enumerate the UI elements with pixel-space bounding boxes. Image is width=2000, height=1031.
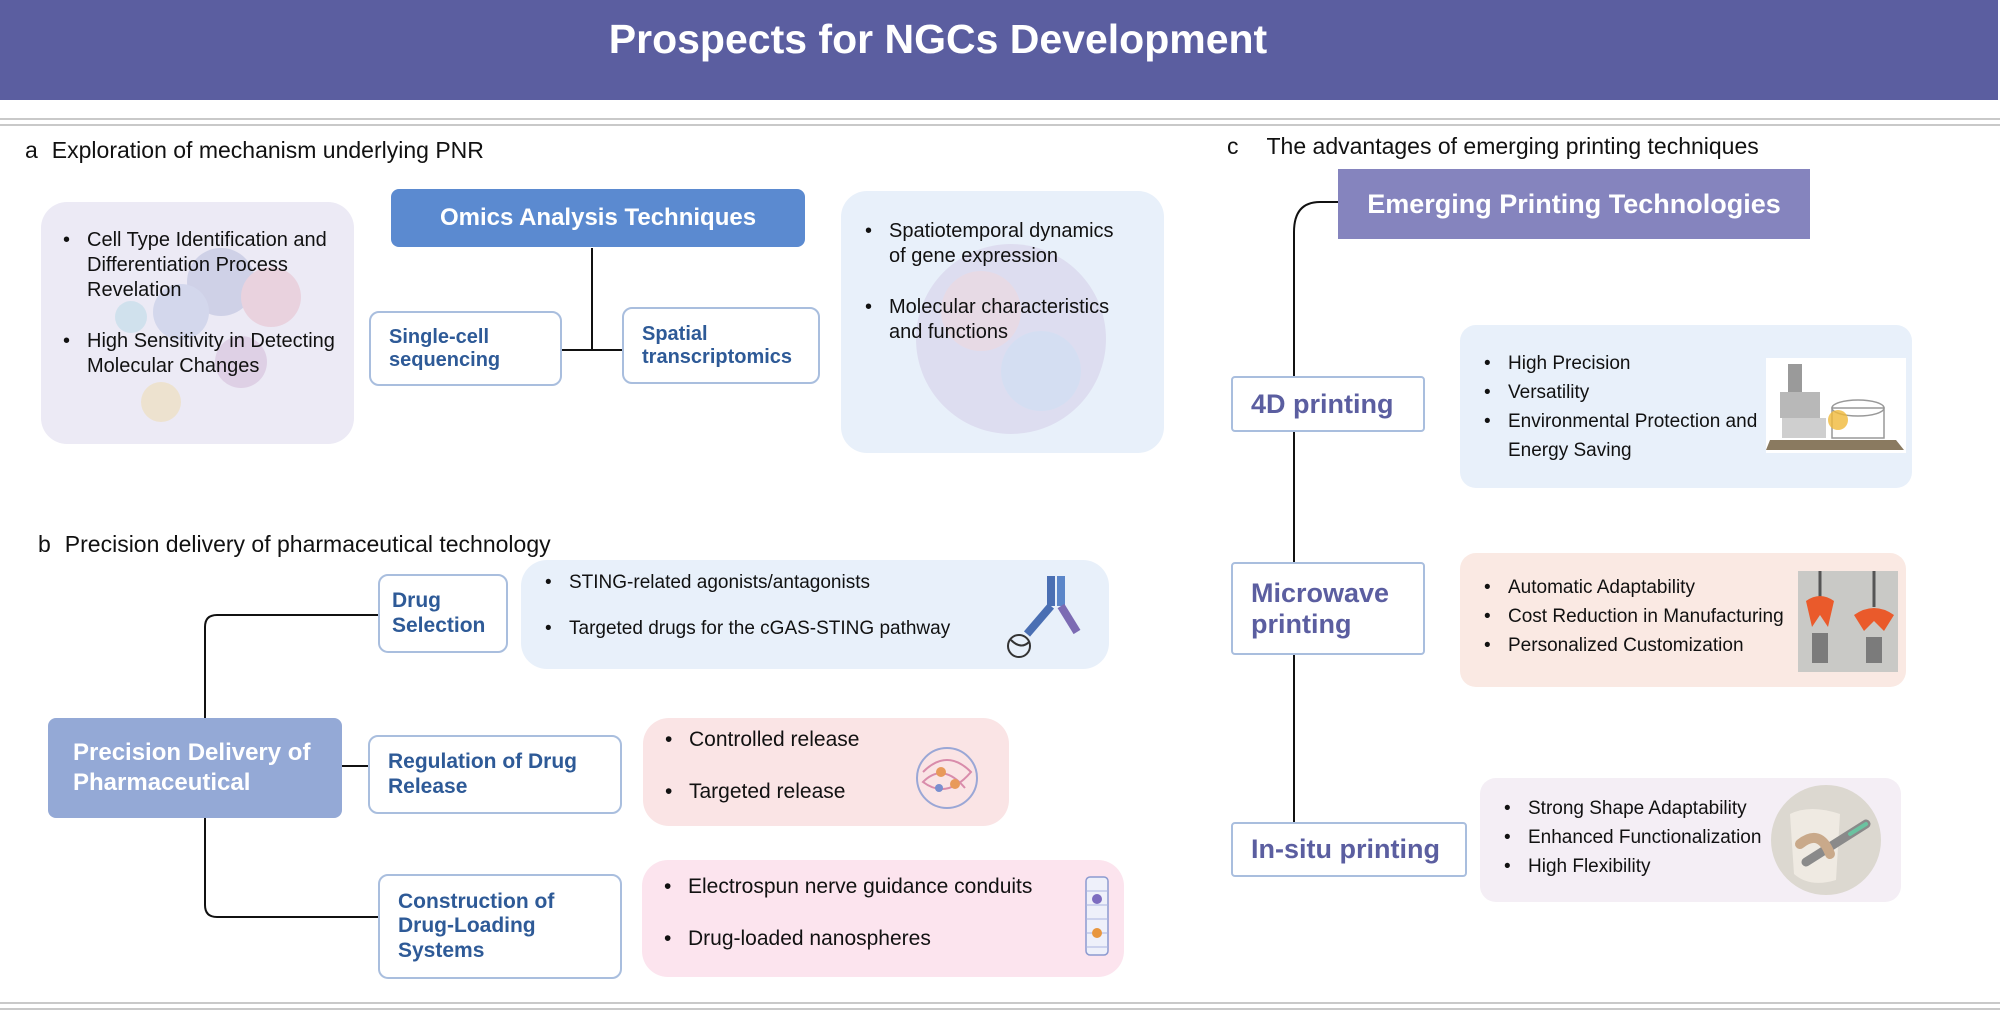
list-item: Cost Reduction in Manufacturing	[1482, 602, 1802, 631]
drug-selection-node: Drug Selection	[378, 574, 508, 653]
drug-loading-list: Electrospun nerve guidance conduits Drug…	[662, 875, 1082, 951]
antibody-icon	[1007, 576, 1081, 658]
page-title: Prospects for NGCs Development	[608, 16, 1268, 62]
list-item: Targeted release	[663, 780, 923, 804]
list-item: Electrospun nerve guidance conduits	[662, 875, 1082, 899]
microwave-printing-node: Microwave printing	[1231, 562, 1425, 655]
in-situ-printing-panel: Strong Shape Adaptability Enhanced Funct…	[1480, 778, 1901, 902]
spatial-panel: Spatiotemporal dynamics of gene expressi…	[841, 191, 1164, 453]
conduit-icon	[1085, 876, 1109, 956]
emerging-printing-header: Emerging Printing Technologies	[1338, 169, 1810, 239]
4d-printing-node: 4D printing	[1231, 376, 1425, 432]
in-situ-printing-node: In-situ printing	[1231, 822, 1467, 877]
list-item: STING-related agonists/antagonists	[543, 572, 1023, 594]
divider	[0, 1002, 2000, 1004]
list-item: Controlled release	[663, 728, 923, 752]
in-situ-printing-list: Strong Shape Adaptability Enhanced Funct…	[1502, 794, 1802, 881]
divider	[0, 1008, 2000, 1010]
list-item: Drug-loaded nanospheres	[662, 927, 1082, 951]
divider	[0, 118, 2000, 120]
drug-loading-panel: Electrospun nerve guidance conduits Drug…	[642, 860, 1124, 977]
list-item: Spatiotemporal dynamics of gene expressi…	[863, 219, 1133, 269]
list-item: Automatic Adaptability	[1482, 573, 1802, 602]
list-item: Targeted drugs for the cGAS-STING pathwa…	[543, 618, 1023, 640]
list-item: Versatility	[1482, 378, 1782, 407]
list-item: High Sensitivity in Detecting Molecular …	[61, 329, 353, 379]
list-item: Strong Shape Adaptability	[1502, 794, 1802, 823]
spatial-transcriptomics-node: Spatial transcriptomics	[622, 307, 820, 384]
drug-release-panel: Controlled release Targeted release	[643, 718, 1009, 826]
list-item: High Flexibility	[1502, 852, 1802, 881]
regulation-drug-release-node: Regulation of Drug Release	[368, 735, 622, 814]
4d-printing-list: High Precision Versatility Environmental…	[1482, 349, 1782, 465]
list-item: Environmental Protection and Energy Savi…	[1482, 407, 1782, 465]
drug-selection-panel: STING-related agonists/antagonists Targe…	[521, 560, 1109, 669]
right-bullet-list: Spatiotemporal dynamics of gene expressi…	[863, 219, 1133, 345]
gripper-photo-icon	[1798, 571, 1898, 672]
drug-release-list: Controlled release Targeted release	[663, 728, 923, 804]
list-item: Personalized Customization	[1482, 631, 1802, 660]
microwave-printing-panel: Automatic Adaptability Cost Reduction in…	[1460, 553, 1906, 687]
list-item: Enhanced Functionalization	[1502, 823, 1802, 852]
drug-loading-systems-node: Construction of Drug-Loading Systems	[378, 874, 622, 979]
single-cell-sequencing-node: Single-cell sequencing	[369, 311, 562, 386]
omics-analysis-header: Omics Analysis Techniques	[391, 189, 805, 247]
microwave-printing-list: Automatic Adaptability Cost Reduction in…	[1482, 573, 1802, 660]
microwave-printer-diagram-icon	[1766, 358, 1906, 453]
nanoparticle-icon	[916, 747, 978, 809]
title-banner	[0, 0, 1998, 100]
list-item: High Precision	[1482, 349, 1782, 378]
left-bullet-list: Cell Type Identification and Differentia…	[61, 228, 353, 379]
handheld-printer-photo-icon	[1771, 785, 1881, 895]
cell-cluster-panel: Cell Type Identification and Differentia…	[41, 202, 354, 444]
list-item: Molecular characteristics and functions	[863, 295, 1133, 345]
precision-delivery-root: Precision Delivery of Pharmaceutical	[48, 718, 342, 818]
list-item: Cell Type Identification and Differentia…	[61, 228, 353, 303]
drug-selection-list: STING-related agonists/antagonists Targe…	[543, 572, 1023, 640]
4d-printing-panel: High Precision Versatility Environmental…	[1460, 325, 1912, 488]
divider	[0, 124, 2000, 126]
